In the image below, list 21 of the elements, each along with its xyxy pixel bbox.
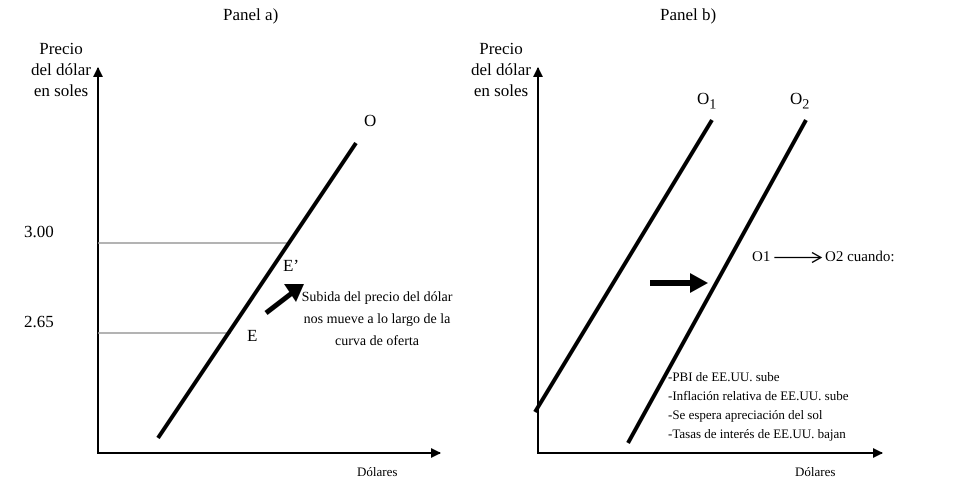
curve-label: O$_{2}$ bbox=[790, 88, 810, 114]
condition-item: -Se espera apreciación del sol bbox=[668, 406, 822, 424]
axis-label: Precio del dólar en soles bbox=[30, 38, 92, 101]
curve-label: O$_{1}$ bbox=[697, 88, 716, 114]
panel-title: Panel b) bbox=[660, 4, 716, 25]
axis-label: Dólares bbox=[357, 463, 398, 481]
panel-title: Panel a) bbox=[223, 4, 278, 25]
axis-label: Precio del dólar en soles bbox=[470, 38, 532, 101]
condition-label: O1 bbox=[752, 247, 770, 268]
condition-item: -Tasas de interés de EE.UU. bajan bbox=[668, 425, 846, 443]
annotation-text: Subida del precio del dólar nos mueve a lo largo de la curva de oferta bbox=[300, 289, 454, 351]
condition-label: O2 cuando: bbox=[825, 247, 895, 268]
condition-item: -PBI de EE.UU. sube bbox=[668, 368, 780, 386]
axis-label: Dólares bbox=[795, 463, 836, 481]
point-label: E’ bbox=[283, 255, 300, 276]
point-label: E bbox=[247, 325, 258, 346]
tick-label: 3.00 bbox=[24, 221, 54, 242]
condition-item: -Inflación relativa de EE.UU. sube bbox=[668, 387, 848, 405]
curve-label: O bbox=[364, 110, 376, 131]
tick-label: 2.65 bbox=[24, 311, 54, 332]
arrow bbox=[774, 252, 822, 264]
